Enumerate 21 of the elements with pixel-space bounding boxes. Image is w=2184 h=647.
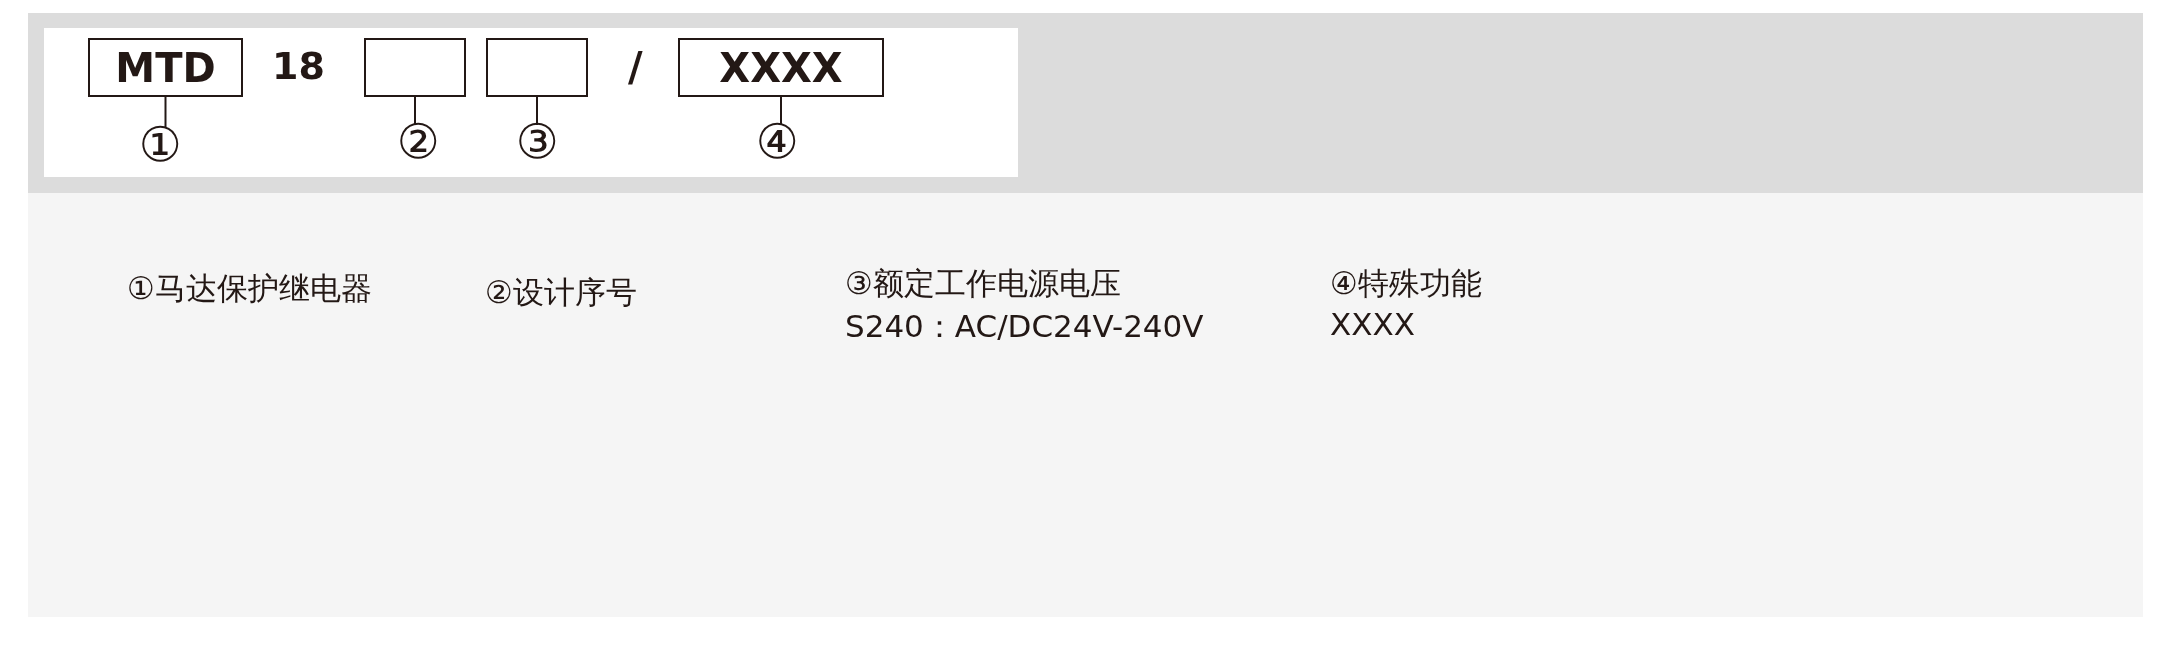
code-digits: 18 bbox=[272, 44, 325, 88]
legend-text: ②设计序号 bbox=[485, 273, 637, 312]
leader-line bbox=[414, 96, 416, 126]
legend-text: S240：AC/DC24V-240V bbox=[845, 307, 1204, 346]
blank-code-box bbox=[486, 38, 588, 97]
callout-number: ③ bbox=[517, 121, 557, 161]
code-box bbox=[678, 38, 884, 97]
code-box bbox=[88, 38, 243, 97]
code-text: XXXX bbox=[719, 44, 843, 91]
callout-number: ② bbox=[398, 121, 438, 161]
leader-line bbox=[164, 96, 167, 129]
legend-text: ③额定工作电源电压 bbox=[845, 264, 1121, 303]
legend-text: ④特殊功能 bbox=[1330, 264, 1482, 303]
separator-slash: / bbox=[628, 44, 643, 90]
blank-code-box bbox=[364, 38, 466, 97]
callout-number: ① bbox=[140, 124, 180, 164]
code-text: MTD bbox=[115, 44, 216, 91]
leader-line bbox=[780, 96, 782, 126]
legend-text: ①马达保护继电器 bbox=[127, 269, 372, 308]
callout-number: ④ bbox=[757, 121, 797, 161]
legend-text: XXXX bbox=[1330, 306, 1415, 342]
